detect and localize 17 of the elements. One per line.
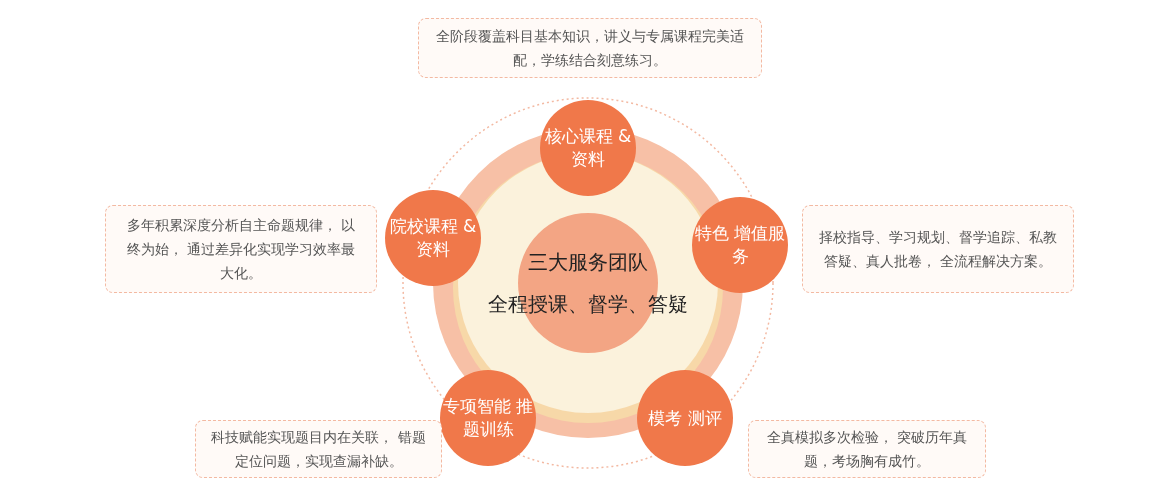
service-label: 特色 增值服务 (693, 222, 787, 268)
description-box (748, 420, 986, 478)
description-text: 全真模拟多次检验， 突破历年真题，考场胸有成竹。 (765, 428, 969, 471)
description-box (105, 205, 377, 293)
center-title: 三大服务团队 (528, 249, 648, 276)
service-label: 院校课程 &资料 (388, 215, 478, 261)
description-box (195, 420, 442, 478)
description-box (418, 18, 762, 78)
center-subtitle: 全程授课、督学、答疑 (488, 291, 688, 318)
service-label: 核心课程 &资料 (543, 125, 633, 171)
service-label: 模考 测评 (648, 406, 722, 430)
service-label: 专项智能 推题训练 (441, 395, 535, 441)
description-text: 多年积累深度分析自主命题规律， 以终为始， 通过差异化实现学习效率最大化。 (125, 216, 357, 283)
description-text: 科技赋能实现题目内在关联， 错题定位问题，实现查漏补缺。 (210, 428, 427, 471)
description-text: 全阶段覆盖科目基本知识，讲义与专属课程完美适配，学练结合刻意练习。 (435, 27, 745, 70)
description-box (802, 205, 1074, 293)
description-text: 择校指导、学习规划、督学追踪、私教答疑、真人批卷， 全流程解决方案。 (818, 228, 1058, 271)
